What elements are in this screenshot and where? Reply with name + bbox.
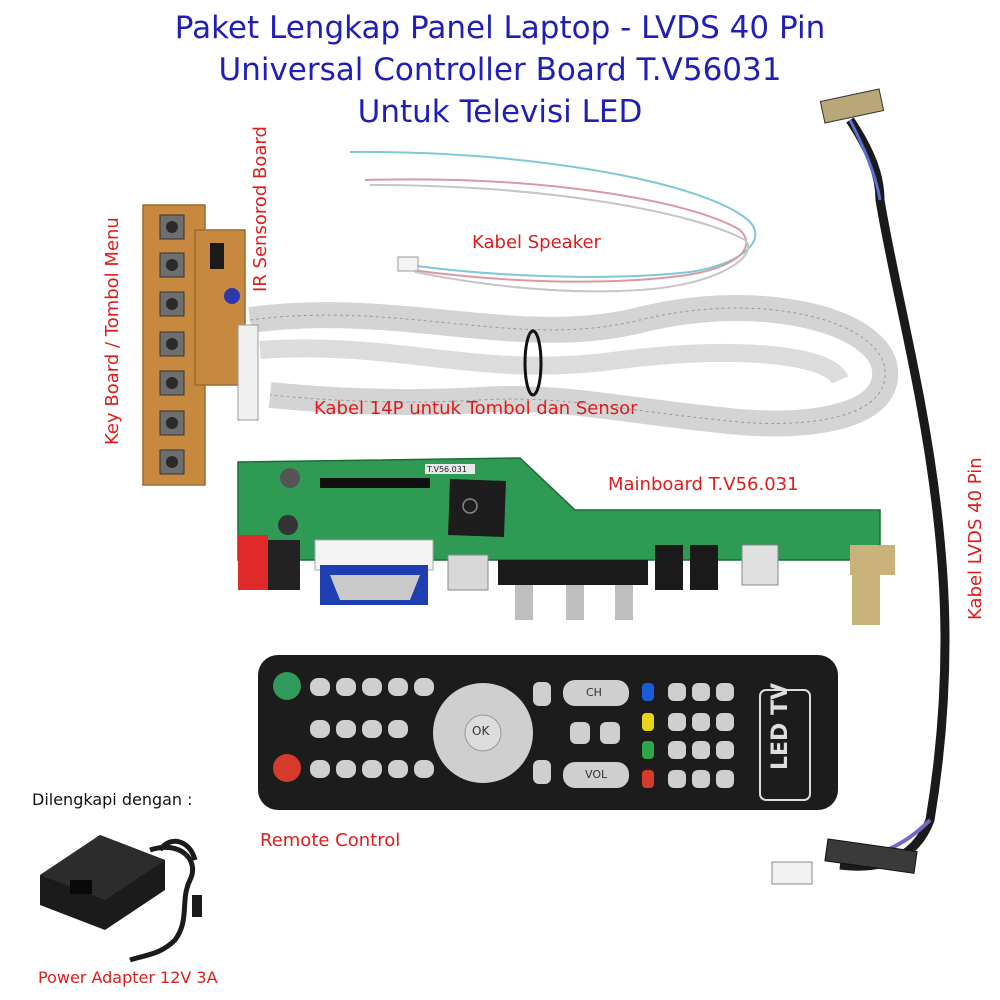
title-line-1: Paket Lengkap Panel Laptop - LVDS 40 Pin bbox=[174, 10, 826, 46]
remote-tv-label: LED TV bbox=[768, 682, 793, 770]
label-ir-sensor: IR Sensorod Board bbox=[250, 126, 271, 292]
keyboard-pcb bbox=[142, 204, 259, 486]
mainboard bbox=[237, 457, 895, 625]
title-line-2: Universal Controller Board T.V56031 bbox=[218, 52, 782, 88]
remote-ok-label: OK bbox=[472, 724, 490, 738]
power-adapter bbox=[40, 835, 202, 963]
label-cable-14p: Kabel 14P untuk Tombol dan Sensor bbox=[314, 398, 638, 419]
label-lvds-cable: Kabel LVDS 40 Pin bbox=[965, 457, 986, 620]
label-mainboard: Mainboard T.V56.031 bbox=[608, 474, 799, 495]
ribbon-cable-14p bbox=[248, 295, 899, 437]
speaker-cable bbox=[349, 150, 757, 293]
label-included: Dilengkapi dengan : bbox=[32, 790, 193, 809]
board-model-print: T.V56.031 bbox=[426, 465, 467, 474]
remote-ch-label: CH bbox=[586, 686, 602, 699]
label-speaker-cable: Kabel Speaker bbox=[472, 232, 601, 253]
title-line-3: Untuk Televisi LED bbox=[357, 94, 643, 130]
label-power-adapter: Power Adapter 12V 3A bbox=[38, 968, 218, 987]
lvds-cable bbox=[771, 88, 950, 885]
remote-vol-label: VOL bbox=[585, 768, 608, 781]
label-remote-control: Remote Control bbox=[260, 830, 401, 851]
label-key-board: Key Board / Tombol Menu bbox=[102, 217, 123, 445]
remote-control bbox=[258, 655, 838, 810]
